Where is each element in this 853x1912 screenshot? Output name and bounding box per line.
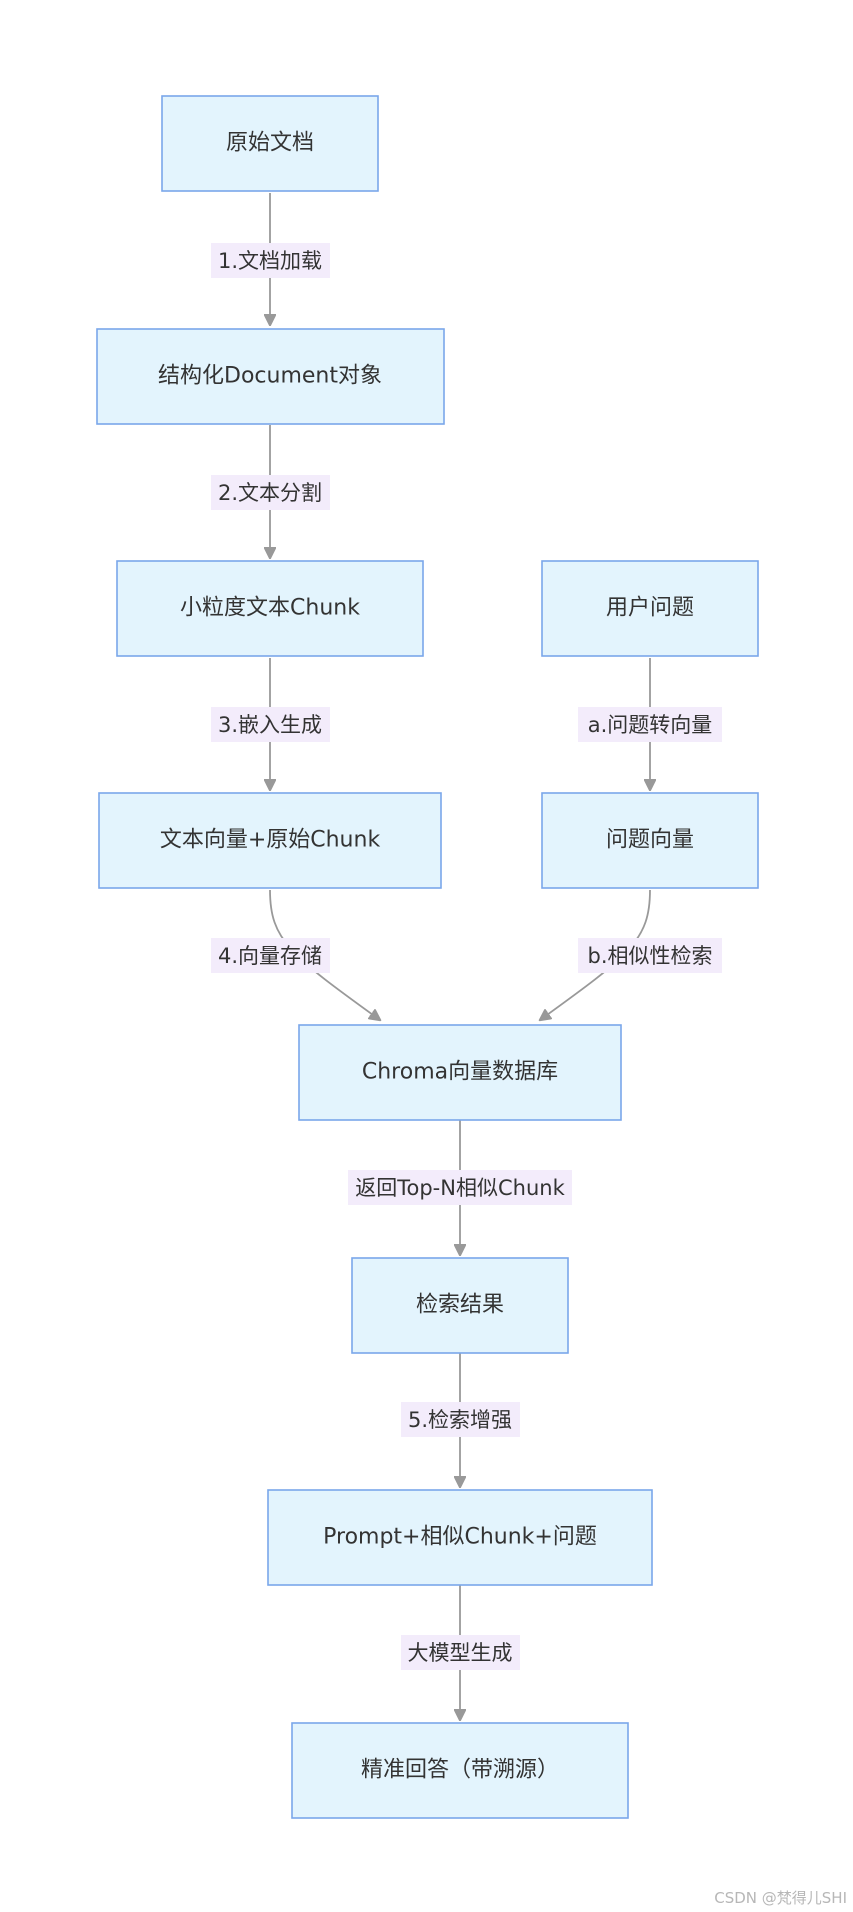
edge-label-q-to-vec: a.问题转向量: [578, 707, 722, 742]
node-structured-doc: 结构化Document对象: [96, 328, 445, 425]
edge-label-llm-gen: 大模型生成: [401, 1635, 520, 1670]
edge-label-split-text: 2.文本分割: [218, 481, 322, 505]
edge-label-return-topn-text: 返回Top-N相似Chunk: [355, 1176, 565, 1200]
edge-label-similarity-text: b.相似性检索: [587, 944, 712, 968]
edge-label-store: 4.向量存储: [211, 938, 330, 973]
edge-label-augment-text: 5.检索增强: [408, 1408, 512, 1432]
node-search-result: 检索结果: [351, 1257, 569, 1354]
node-raw-doc: 原始文档: [161, 95, 379, 192]
edge-label-return-topn: 返回Top-N相似Chunk: [348, 1170, 572, 1205]
node-small-chunk: 小粒度文本Chunk: [116, 560, 424, 657]
edge-label-embed-text: 3.嵌入生成: [218, 713, 322, 737]
watermark: CSDN @梵得儿SHI: [714, 1889, 847, 1907]
edge-labels: 1.文档加载 2.文本分割 3.嵌入生成 a.问题转向量 4.向量存储 b.相似…: [211, 243, 722, 1670]
edge-label-augment: 5.检索增强: [401, 1402, 520, 1437]
node-user-question-label: 用户问题: [606, 596, 694, 621]
node-prompt-label: Prompt+相似Chunk+问题: [323, 1525, 597, 1550]
node-final-answer: 精准回答（带溯源）: [291, 1722, 629, 1819]
edge-label-store-text: 4.向量存储: [218, 944, 322, 968]
node-user-question: 用户问题: [541, 560, 759, 657]
edge-label-similarity: b.相似性检索: [578, 938, 722, 973]
node-question-vector-label: 问题向量: [606, 828, 694, 853]
nodes: 原始文档 结构化Document对象 小粒度文本Chunk 用户问题 文本向量+…: [96, 95, 759, 1819]
edge-label-q-to-vec-text: a.问题转向量: [588, 713, 713, 737]
node-text-vector-label: 文本向量+原始Chunk: [160, 828, 381, 853]
edge-label-split: 2.文本分割: [211, 475, 330, 510]
edge-label-load: 1.文档加载: [211, 243, 330, 278]
node-structured-doc-label: 结构化Document对象: [158, 364, 382, 389]
node-chroma-db: Chroma向量数据库: [298, 1024, 622, 1121]
edge-label-load-text: 1.文档加载: [218, 249, 322, 273]
node-prompt: Prompt+相似Chunk+问题: [267, 1489, 653, 1586]
node-raw-doc-label: 原始文档: [226, 131, 314, 156]
node-final-answer-label: 精准回答（带溯源）: [361, 1758, 559, 1783]
edge-label-embed: 3.嵌入生成: [211, 707, 330, 742]
edge-label-llm-gen-text: 大模型生成: [408, 1641, 513, 1665]
node-text-vector: 文本向量+原始Chunk: [98, 792, 442, 889]
node-question-vector: 问题向量: [541, 792, 759, 889]
node-chroma-db-label: Chroma向量数据库: [362, 1060, 558, 1085]
node-search-result-label: 检索结果: [416, 1293, 504, 1318]
node-small-chunk-label: 小粒度文本Chunk: [180, 596, 360, 621]
